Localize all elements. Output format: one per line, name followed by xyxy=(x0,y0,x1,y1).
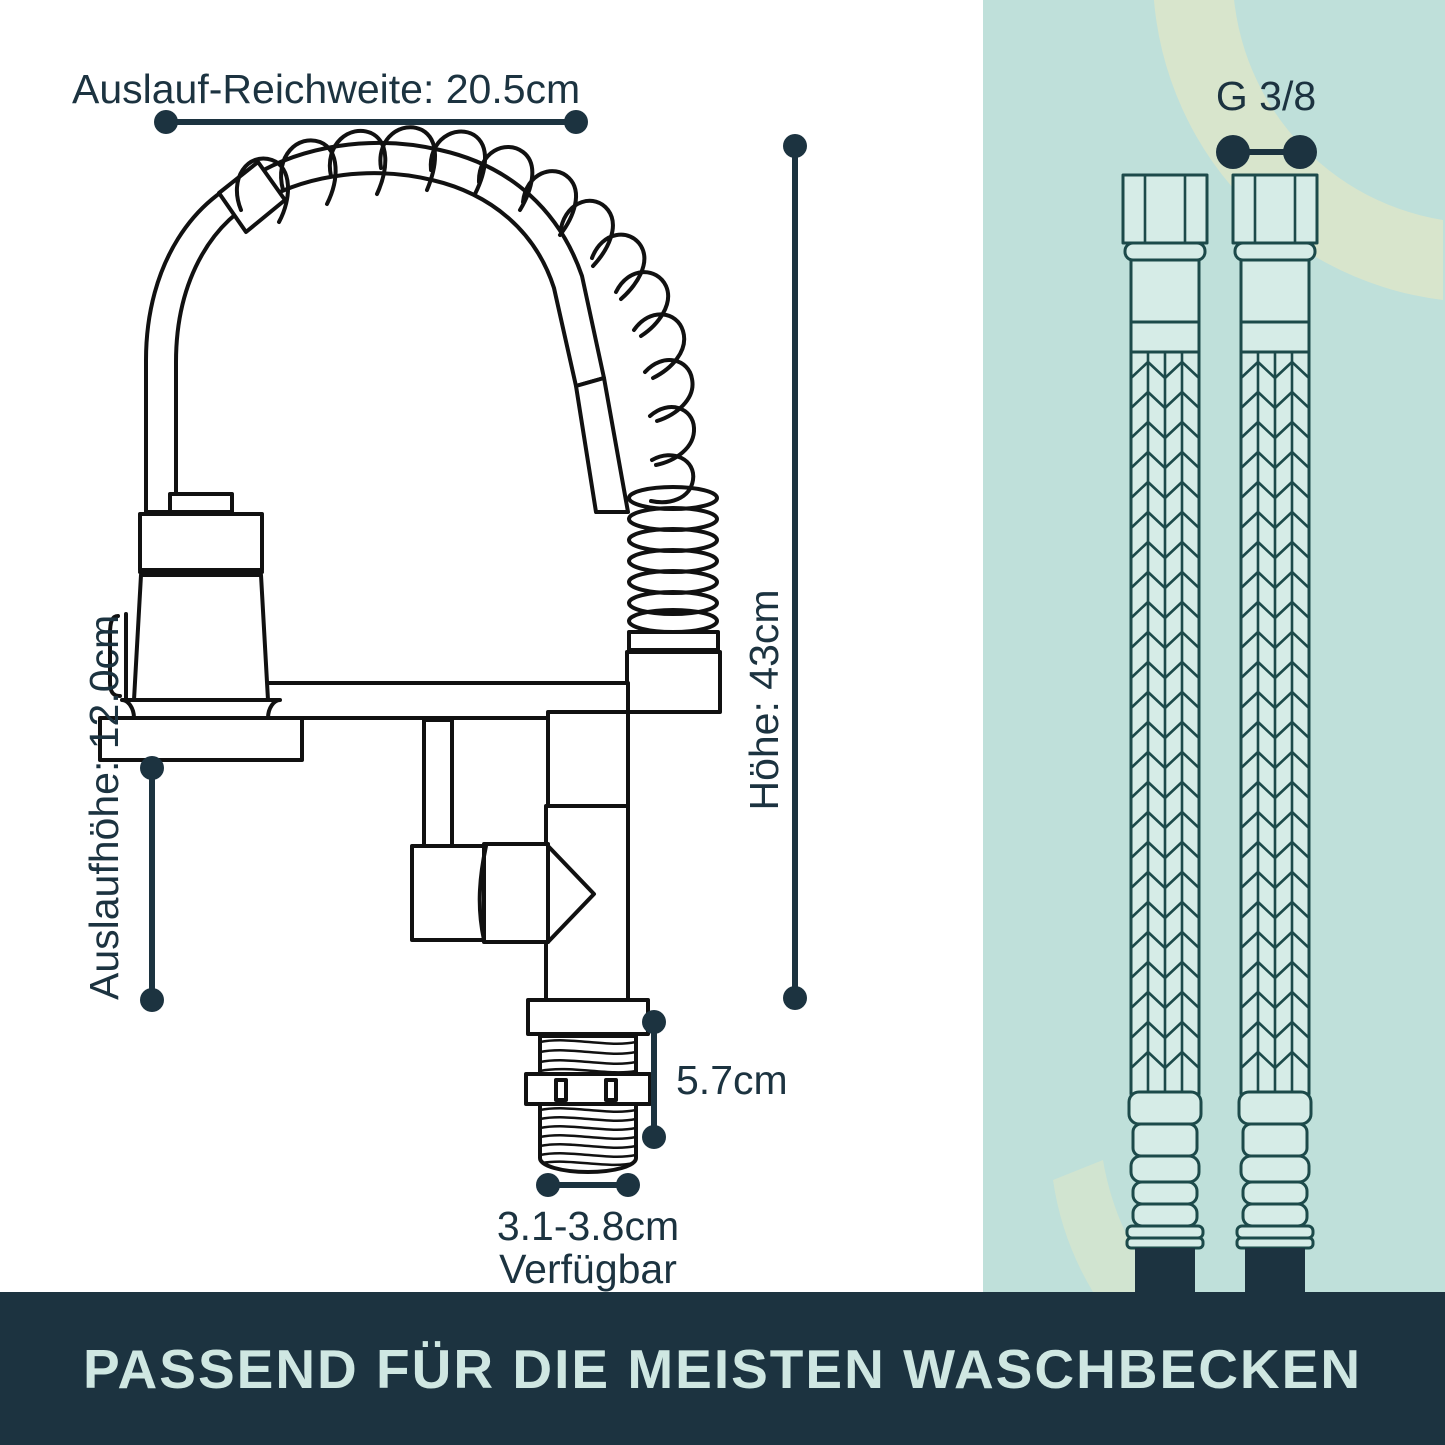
dimension-shank-length xyxy=(642,1010,666,1149)
dimension-mounting-hole xyxy=(536,1173,640,1197)
left-diagram-panel: Auslauf-Reichweite: 20.5cm Höhe: 43cm Au… xyxy=(72,66,807,1292)
label-mounting-hole-available: Verfügbar xyxy=(499,1246,677,1292)
label-spout-height: Auslaufhöhe: 12.0cm xyxy=(81,615,127,1000)
supply-hose-1 xyxy=(1121,173,1209,1292)
label-spout-reach: Auslauf-Reichweite: 20.5cm xyxy=(72,66,580,112)
dimension-thread-size xyxy=(1216,135,1317,169)
label-total-height: Höhe: 43cm xyxy=(741,589,787,810)
bottom-banner: PASSEND FÜR DIE MEISTEN WASCHBECKEN xyxy=(0,1292,1445,1445)
dimension-spout-height xyxy=(140,756,164,1012)
faucet-art xyxy=(98,125,722,1174)
dimension-spout-reach xyxy=(154,110,588,134)
label-mounting-hole-size: 3.1-3.8cm xyxy=(497,1203,679,1249)
right-hose-panel: G 3/8 xyxy=(983,0,1445,1292)
banner-text: PASSEND FÜR DIE MEISTEN WASCHBECKEN xyxy=(82,1337,1363,1400)
label-shank-length: 5.7cm xyxy=(676,1057,788,1103)
dimension-total-height xyxy=(783,134,807,1010)
hose-line-drawing: G 3/8 xyxy=(1053,0,1443,1292)
supply-hose-2 xyxy=(1231,173,1319,1292)
label-thread-size: G 3/8 xyxy=(1216,73,1316,119)
faucet-line-drawing: Auslauf-Reichweite: 20.5cm Höhe: 43cm Au… xyxy=(72,66,807,1292)
